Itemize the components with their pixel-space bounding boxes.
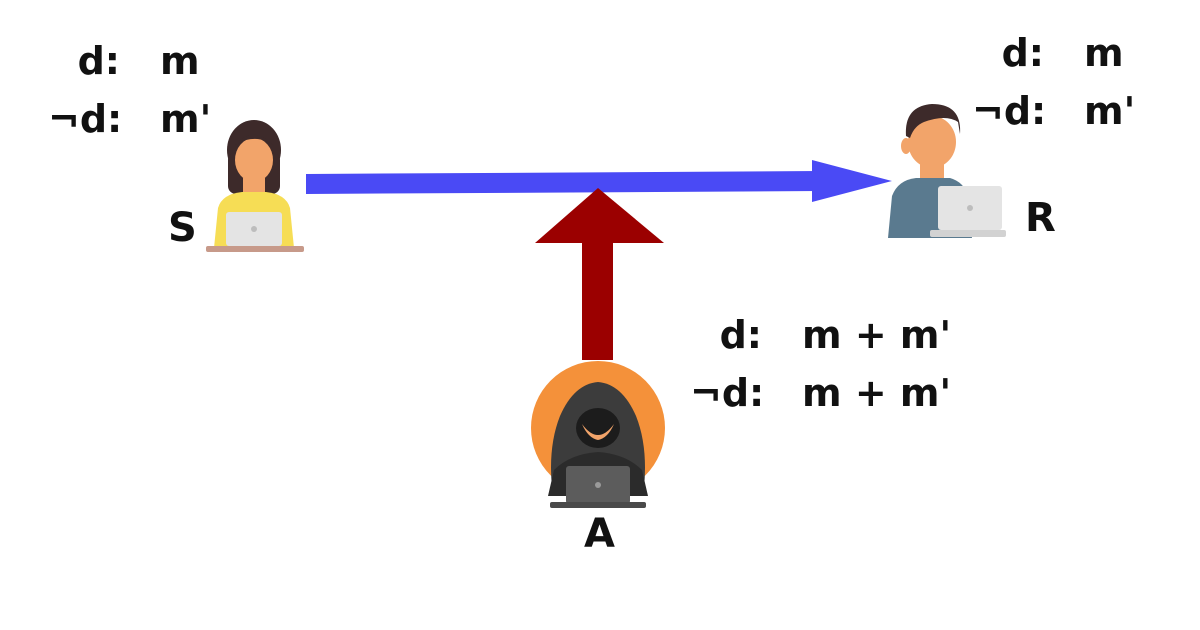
adversary-label: A bbox=[584, 511, 615, 557]
receiver-row-value: m bbox=[1084, 31, 1124, 75]
receiver-row-key: ¬d: bbox=[972, 89, 1047, 133]
sender-row-value: m' bbox=[160, 97, 212, 141]
adversary-row-key: ¬d: bbox=[690, 371, 765, 415]
attack-arrow-head bbox=[535, 188, 664, 243]
attack-arrow-shaft bbox=[582, 240, 613, 360]
receiver-row-key: d: bbox=[1001, 31, 1044, 75]
sender-row-key: ¬d: bbox=[48, 97, 123, 141]
receiver-row-value: m' bbox=[1084, 89, 1136, 133]
sender-row-value: m bbox=[160, 39, 200, 83]
channel-arrow bbox=[306, 160, 892, 202]
sender-avatar bbox=[206, 120, 304, 252]
channel-arrow-head bbox=[812, 160, 892, 202]
sender-label: S bbox=[168, 205, 197, 251]
adversary-row-key: d: bbox=[719, 313, 762, 357]
adversary-avatar bbox=[531, 361, 665, 508]
adversary-row-value: m + m' bbox=[802, 313, 952, 357]
attack-arrow bbox=[535, 188, 664, 360]
channel-arrow-shaft bbox=[306, 171, 820, 194]
sender-row-key: d: bbox=[77, 39, 120, 83]
adversary-row-value: m + m' bbox=[802, 371, 952, 415]
receiver-avatar bbox=[888, 104, 1006, 238]
receiver-label: R bbox=[1025, 195, 1056, 241]
